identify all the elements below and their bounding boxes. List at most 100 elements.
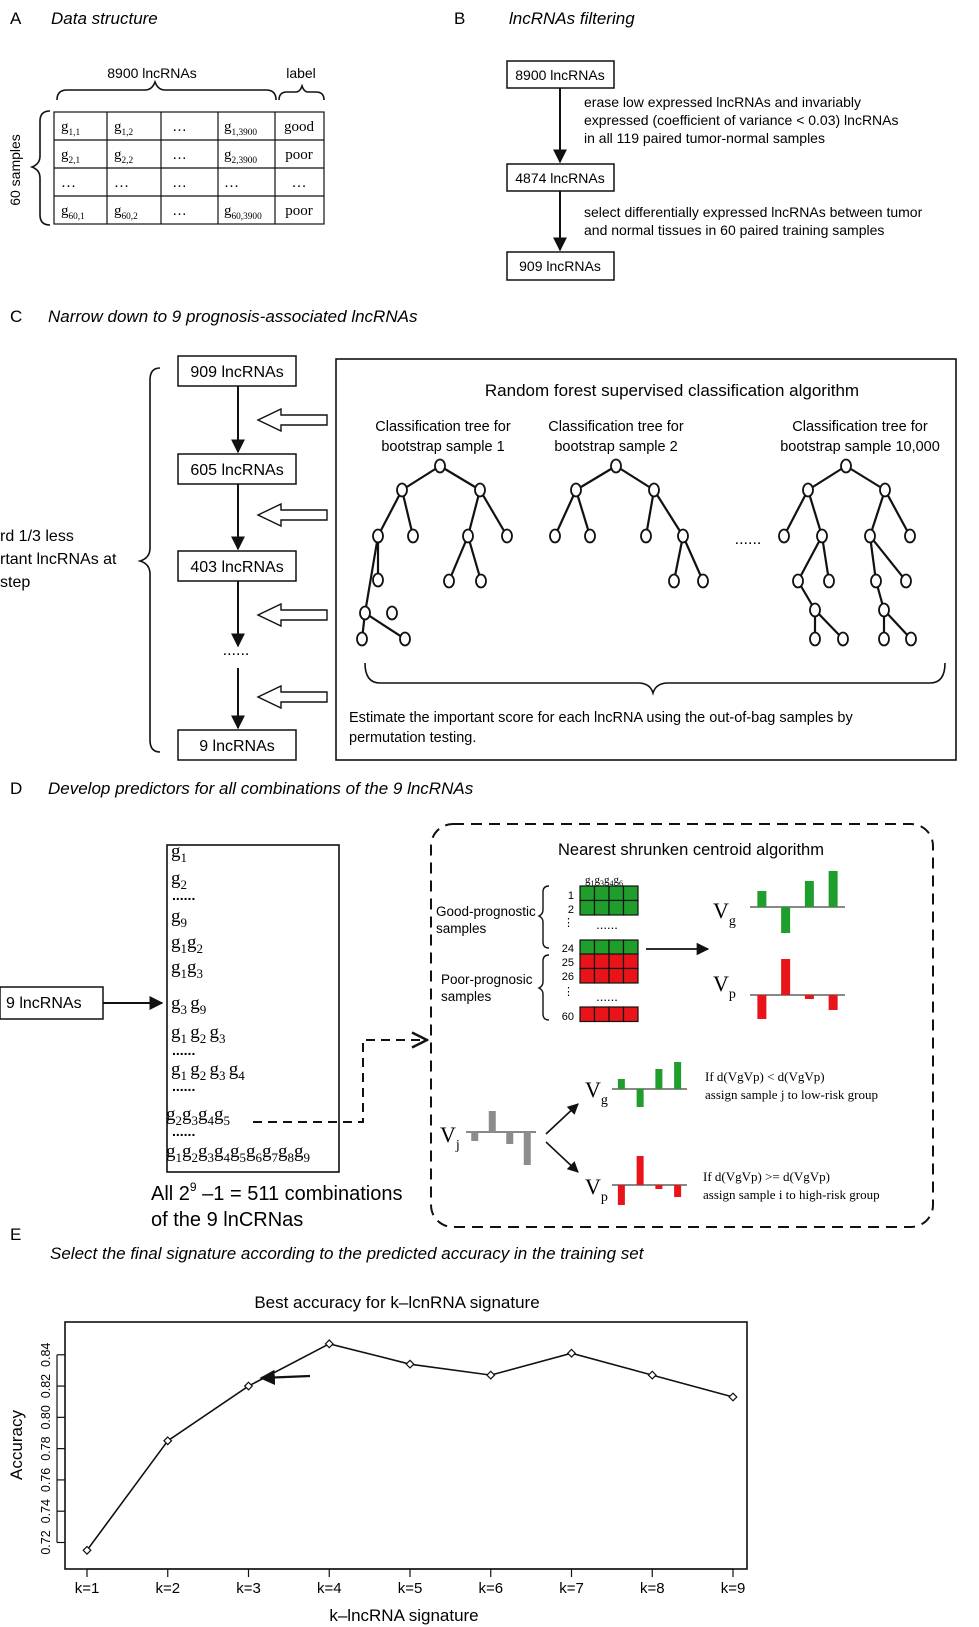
panel-c: C Narrow down to 9 prognosis-associated …: [0, 307, 957, 761]
vp-centroid-bar: [781, 959, 791, 995]
panel-c-brace: [137, 367, 161, 753]
data-point: [324, 1339, 334, 1349]
tree-node: [372, 572, 384, 588]
d-dashed-connector: [253, 1040, 427, 1123]
tree-edge: [681, 535, 705, 582]
table-cell: …: [172, 118, 187, 135]
heatmap-row-number: 2: [568, 904, 574, 916]
vg-small-bar: [636, 1089, 644, 1107]
tree3-label-1: Classification tree for: [792, 419, 928, 435]
tree-edge: [653, 489, 684, 537]
lncrna-count-label: 8900 lncRNAs: [107, 65, 197, 81]
tree-node: [840, 458, 852, 474]
tree-edge: [400, 489, 415, 537]
box-4874: [506, 163, 615, 192]
combo-item: g1 g2 g3 g4: [171, 1059, 245, 1083]
vg-small-bar: [674, 1062, 682, 1089]
tree-node: [823, 573, 835, 589]
y-tick-label: 0.80: [39, 1405, 53, 1429]
tree1-label-2: bootstrap sample 1: [381, 439, 504, 455]
combo-ellipsis: ......: [172, 1042, 195, 1058]
combo-item: g1g2g3g4g5g6g7g8g9: [166, 1141, 310, 1165]
heatmap-cell: [622, 885, 639, 902]
heatmap-cell: [579, 939, 596, 956]
tree-edge: [466, 489, 482, 537]
box-909-text: 909 lncRNAs: [519, 258, 601, 274]
tree-node: [879, 482, 891, 498]
tree-node: [359, 605, 371, 621]
data-point: [243, 1381, 254, 1391]
tree-node: [668, 573, 680, 589]
poor-label-2: samples: [441, 989, 492, 1004]
tree-node: [570, 482, 582, 498]
heatmap-cell: [622, 1006, 639, 1023]
heatmap-cell: [579, 899, 596, 916]
panel-e-title: Select the final signature according to …: [50, 1244, 645, 1263]
c-dots: ......: [223, 642, 250, 659]
heatmap-row-number: 24: [562, 943, 574, 955]
tree-node: [697, 573, 709, 589]
heatmap: [579, 885, 639, 1023]
good-label-1: Good-prognostic: [436, 904, 536, 919]
heatmap-row-number: 26: [562, 971, 574, 983]
vp-small-bar: [655, 1185, 663, 1189]
d-input-box-text: 9 lncRNAs: [6, 995, 82, 1012]
heatmap-cell: [593, 899, 610, 916]
tree-node: [837, 631, 849, 647]
tree-node: [399, 631, 411, 647]
heatmap-cell: [579, 1006, 596, 1023]
vj-label: Vj: [440, 1122, 460, 1153]
vg-small-bar: [617, 1079, 625, 1089]
vg-centroid-bar: [781, 907, 791, 933]
tree-edge: [783, 489, 809, 537]
tree-edge: [401, 465, 441, 491]
y-tick-label: 0.78: [39, 1436, 53, 1460]
c-box-9: [177, 729, 297, 761]
data-point: [405, 1359, 415, 1369]
combo-item: g2: [171, 868, 187, 892]
tree-edge: [884, 489, 911, 537]
tree-edge: [869, 535, 907, 582]
rule1-line1: If d(VgVp) < d(VgVp): [705, 1069, 825, 1084]
c-box-909: [177, 355, 297, 387]
combo-item: g9: [171, 906, 187, 930]
tree-node: [792, 573, 804, 589]
combo-item: g2g3g4g5: [166, 1104, 230, 1128]
panel-e: E Select the final signature according t…: [7, 1225, 748, 1625]
combo-ellipsis: ......: [172, 887, 195, 903]
tree-node: [878, 631, 890, 647]
vg-centroid-bar: [757, 891, 767, 907]
vp-centroid-bar: [828, 995, 838, 1010]
table-cell: g60,2: [114, 203, 138, 222]
tree-node: [809, 631, 821, 647]
tree-node: [905, 631, 917, 647]
vp-small-bar: [617, 1185, 625, 1205]
heatmap-cell: [608, 953, 625, 970]
tree-edge: [814, 609, 844, 640]
vg-small-bar: [655, 1069, 663, 1089]
tree-edge: [868, 489, 887, 537]
side-text-line3: step: [0, 574, 30, 591]
y-tick-label: 0.82: [39, 1374, 53, 1398]
chart-ylabel: Accuracy: [7, 1410, 26, 1480]
heatmap-cell: [608, 885, 625, 902]
heatmap-dots-good: ......: [596, 917, 618, 932]
label-header: label: [286, 65, 316, 81]
vg-label: Vg: [713, 898, 736, 929]
accuracy-line: [86, 1342, 734, 1551]
combinations-box: [166, 844, 340, 1173]
side-label-samples: 60 samples: [7, 134, 23, 206]
tree-edge: [672, 535, 685, 582]
c-box-403-text: 403 lncRNAs: [190, 559, 283, 576]
vp-small-bar: [674, 1185, 682, 1197]
combo-item: g1g2: [171, 932, 203, 956]
tree-node: [900, 573, 912, 589]
heatmap-cell: [622, 953, 639, 970]
x-tick-label: k=6: [478, 1580, 503, 1597]
y-tick-label: 0.76: [39, 1468, 53, 1492]
panel-c-title: Narrow down to 9 prognosis-associated ln…: [48, 307, 418, 326]
vp-small-bar: [636, 1156, 644, 1185]
table-cell: g60,3900: [224, 203, 262, 222]
y-tick-label: 0.84: [39, 1343, 53, 1367]
